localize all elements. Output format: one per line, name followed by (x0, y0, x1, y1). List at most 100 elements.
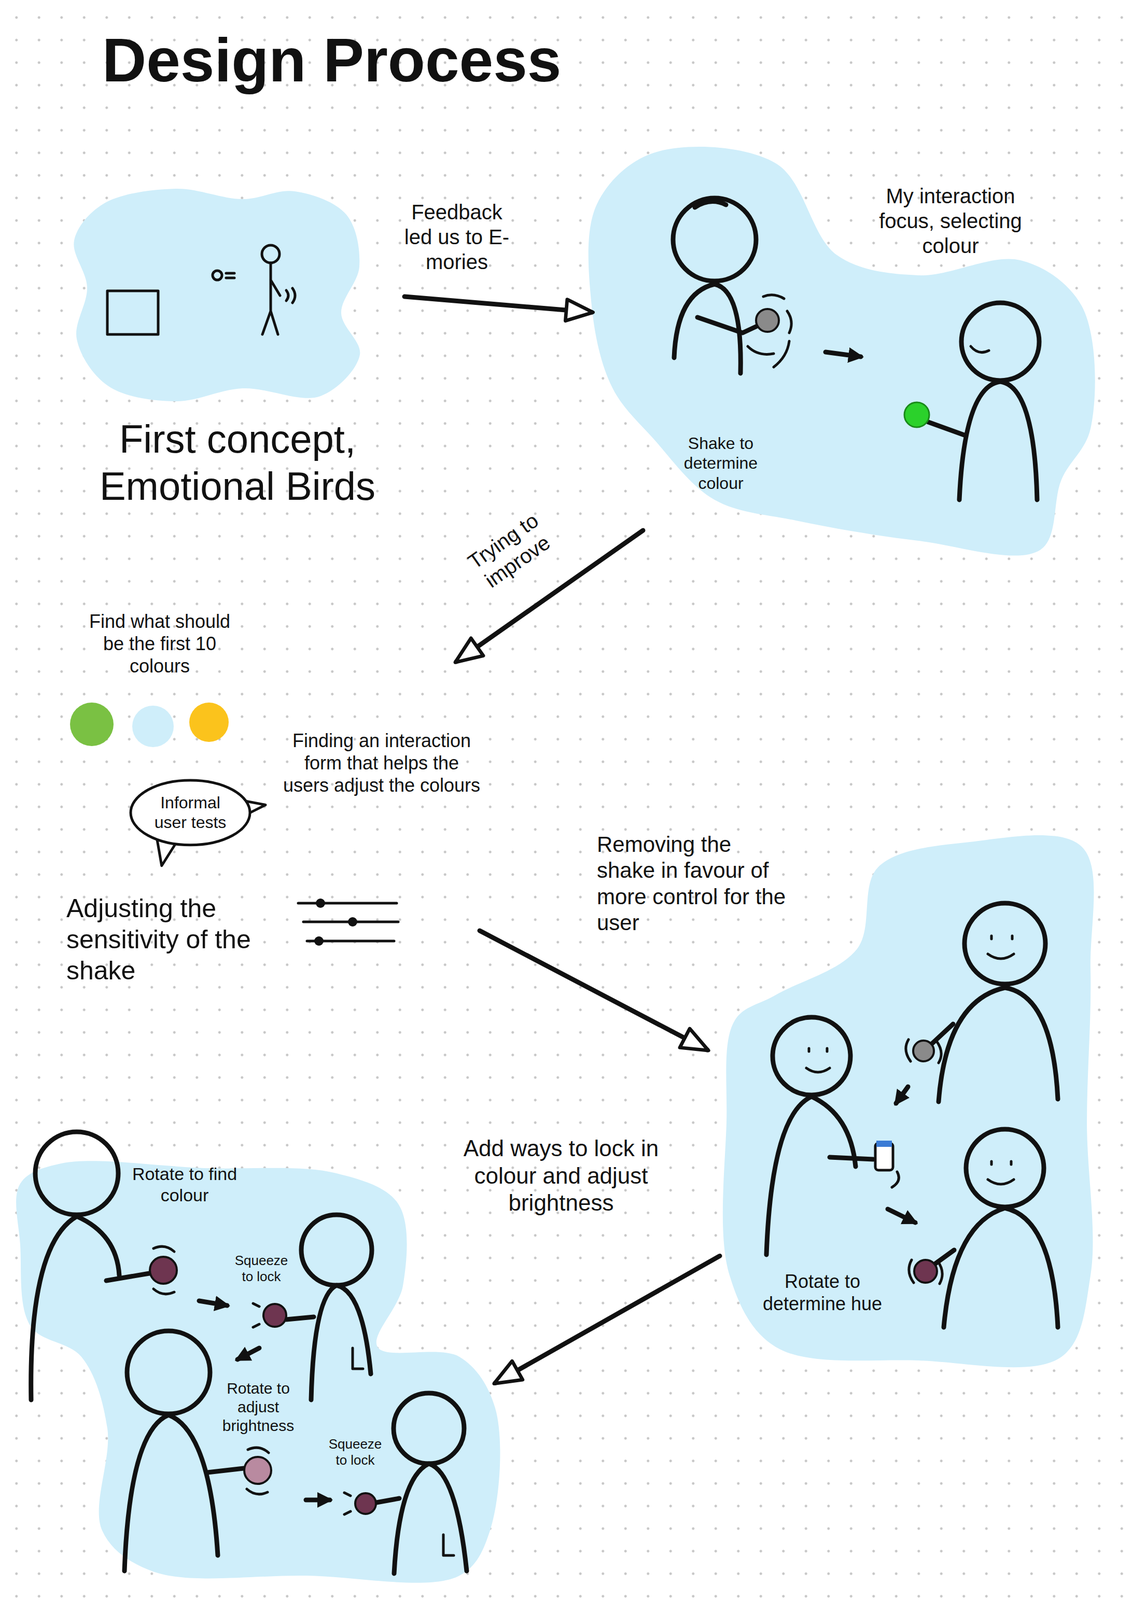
note-text: Trying to improve (444, 495, 576, 608)
text-slot: Removing the shake in favour of more con… (596, 831, 794, 937)
sketch-panel: First concept, Emotional Birds (71, 183, 405, 516)
flow-arrow (404, 296, 592, 313)
note-text: Adjusting the sensitivity of the shake (66, 892, 295, 987)
note-text: Finding an interaction form that helps t… (280, 729, 483, 798)
rotate-marks (909, 1260, 943, 1284)
stick-figure-arm (930, 1024, 954, 1045)
purple-ball (149, 1256, 177, 1284)
step-arrow (825, 352, 861, 357)
text-slot: Finding an interaction form that helps t… (280, 729, 483, 798)
purple-ball (355, 1493, 376, 1515)
stick-figure-head (261, 245, 280, 263)
stick-figure-arm (207, 1468, 244, 1473)
stick-figure-body (311, 1285, 371, 1401)
stick-figure-head (961, 302, 1040, 381)
text-slot: Trying to improve (444, 495, 576, 608)
step-arrow (305, 1498, 330, 1503)
stick-figure-arm (928, 422, 966, 436)
pocket-mark (352, 1348, 363, 1369)
blob-shape (722, 835, 1095, 1368)
text-slot: First concept, Emotional Birds (76, 415, 399, 510)
text-slot: My interaction focus, selecting colour (862, 183, 1039, 259)
stick-figure-head (35, 1132, 119, 1215)
text-slot: Find what should be the first 10 colours (76, 610, 243, 678)
stick-figure-body (938, 987, 1058, 1102)
rotate-marks (153, 1246, 175, 1295)
stick-figure-arm (933, 1250, 955, 1266)
text-slot: Shake to determine colour (663, 433, 778, 494)
node-text: Rotate to determine hue (755, 1270, 890, 1316)
stick-figure-head (673, 198, 757, 282)
face (806, 1048, 830, 1073)
stick-figure-arm (376, 1498, 400, 1503)
face (987, 935, 1014, 959)
grey-ball (756, 309, 779, 332)
stick-figure-body (262, 262, 281, 335)
slider-knob (347, 917, 358, 927)
panel-blob (20, 1158, 496, 1577)
text-slot: Rotate to find colour (122, 1163, 247, 1207)
stick-figure-head (964, 903, 1046, 985)
speech-bubble: Informal user tests (130, 780, 250, 846)
hair-line (694, 201, 726, 208)
rotate-marks (891, 1171, 899, 1188)
stick-figure-head (966, 1129, 1044, 1208)
rotate-marks (905, 1039, 942, 1064)
stick-figure-arm (697, 317, 759, 333)
step-arrow (896, 1086, 908, 1104)
shake-marks (747, 295, 792, 368)
text-slot: Rotate to adjust brightness (214, 1379, 303, 1436)
rotate-marks (246, 1447, 269, 1495)
edge-label: Add ways to lock in colour and adjust br… (436, 1135, 686, 1218)
stick-figure-body (674, 284, 741, 374)
smile (970, 346, 989, 353)
bubble-outline (130, 780, 250, 846)
text-slot: Squeeze to lock (321, 1436, 389, 1469)
edge-label: Feedback led us to E-mories (397, 199, 517, 275)
blob-shape (73, 188, 360, 402)
colour-sample (70, 702, 114, 747)
step-arrow (887, 1209, 916, 1223)
squeeze-marks (253, 1303, 260, 1328)
stick-figure-arm (286, 1317, 314, 1320)
stick-figure-head (127, 1331, 211, 1415)
stick-figure-head (393, 1393, 465, 1464)
text-slot: Feedback led us to E-mories (397, 199, 517, 275)
process-arrow (479, 930, 708, 1051)
step-arrow (199, 1301, 228, 1306)
sound-marks (286, 288, 296, 303)
node-text: Squeeze to lock (321, 1436, 389, 1469)
colour-sample (189, 702, 229, 743)
node-text: Rotate to adjust brightness (214, 1379, 303, 1436)
slider-knob (314, 936, 324, 946)
node-text: Informal user tests (146, 792, 235, 833)
green-ball (904, 402, 930, 428)
box-icon (107, 290, 159, 335)
step-arrow (237, 1348, 260, 1360)
sketch-panel: My interaction focus, selecting colourSh… (591, 152, 1093, 552)
flow-arrow (495, 1255, 720, 1383)
text-slot: Informal user tests (146, 792, 235, 833)
stick-figure-arm (829, 1157, 874, 1160)
node-text: Rotate to find colour (122, 1163, 247, 1207)
stick-figure-body (124, 1415, 218, 1572)
stick-figure-body (959, 381, 1038, 500)
pocket-mark (443, 1534, 454, 1556)
node-text: First concept, Emotional Birds (76, 415, 399, 510)
text-slot: Rotate to determine hue (755, 1270, 890, 1316)
node-text: My interaction focus, selecting colour (862, 183, 1039, 259)
diagram-title: Design Process (102, 23, 562, 98)
bird-icon (212, 270, 222, 281)
stick-figure-head (772, 1017, 851, 1096)
grey-ball (913, 1040, 934, 1062)
colour-sample (132, 705, 174, 748)
sketch-panel: Rotate to determine hue (719, 831, 1093, 1363)
blob-shape (16, 1161, 500, 1584)
blob-shape (588, 146, 1096, 556)
text-slot: Adjusting the sensitivity of the shake (66, 892, 295, 987)
note-text: Find what should be the first 10 colours (76, 610, 243, 678)
text-slot: Squeeze to lock (227, 1252, 296, 1285)
pink-ball (244, 1457, 272, 1485)
